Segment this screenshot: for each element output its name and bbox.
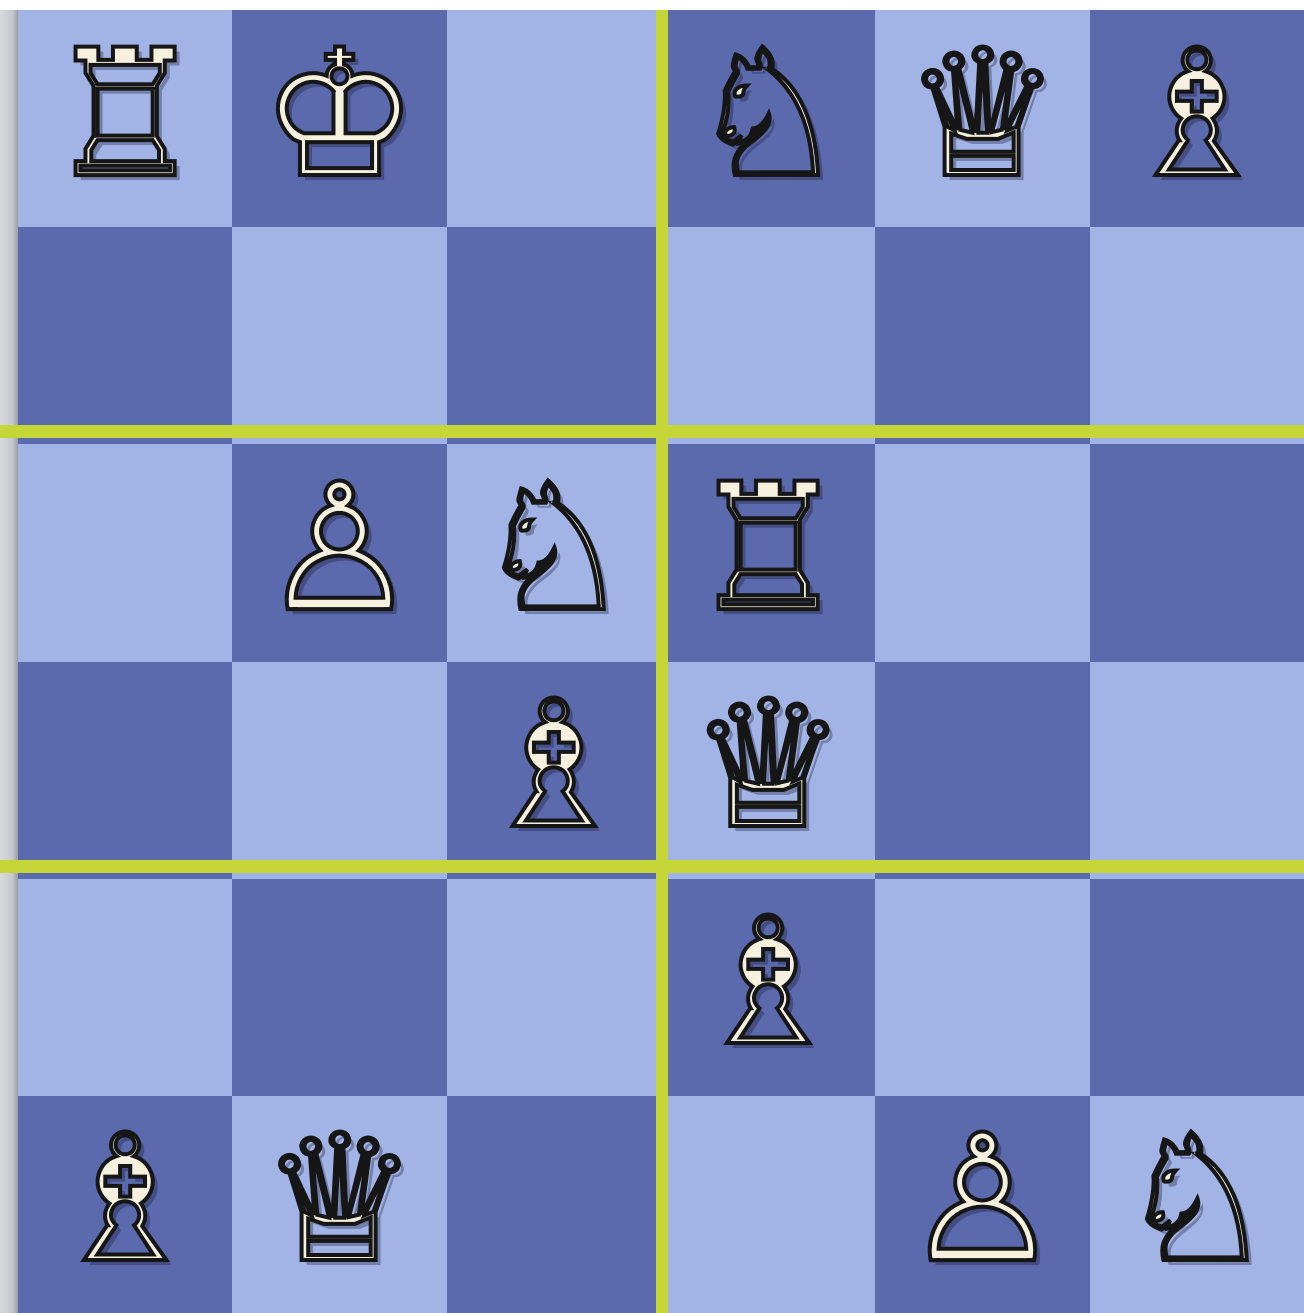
board-square[interactable] <box>232 227 446 444</box>
board-square[interactable] <box>232 879 446 1096</box>
board-square[interactable] <box>875 879 1089 1096</box>
board-square[interactable] <box>875 662 1089 879</box>
board-square[interactable]: ♗ <box>661 879 875 1096</box>
board-square[interactable] <box>18 227 232 444</box>
board-square[interactable]: ♔ <box>232 10 446 227</box>
board-square[interactable]: ♙ <box>875 1096 1089 1313</box>
white-knight-icon[interactable]: ♘ <box>689 27 847 203</box>
board-square[interactable] <box>447 1096 661 1313</box>
white-queen-icon[interactable]: ♕ <box>261 1112 419 1288</box>
board-square[interactable] <box>661 1096 875 1313</box>
board-square[interactable] <box>875 227 1089 444</box>
white-knight-icon[interactable]: ♘ <box>1118 1112 1276 1288</box>
board-square[interactable] <box>18 662 232 879</box>
board-square[interactable] <box>232 662 446 879</box>
board-square[interactable]: ♘ <box>661 10 875 227</box>
white-bishop-icon[interactable]: ♗ <box>1118 27 1276 203</box>
board-square[interactable] <box>1090 662 1304 879</box>
board-square[interactable] <box>447 10 661 227</box>
window-edge <box>0 0 18 1313</box>
board-square[interactable]: ♘ <box>1090 1096 1304 1313</box>
board-square[interactable] <box>661 227 875 444</box>
board-square[interactable]: ♗ <box>18 1096 232 1313</box>
board-square[interactable] <box>18 444 232 661</box>
horizontal-divider-top <box>0 425 1304 438</box>
board-square[interactable]: ♕ <box>661 662 875 879</box>
white-bishop-icon[interactable]: ♗ <box>46 1112 204 1288</box>
white-pawn-icon[interactable]: ♙ <box>261 461 419 637</box>
board-square[interactable]: ♖ <box>18 10 232 227</box>
board-square[interactable]: ♖ <box>661 444 875 661</box>
board-square[interactable] <box>1090 444 1304 661</box>
horizontal-divider-bottom <box>0 860 1304 873</box>
board-square[interactable] <box>18 879 232 1096</box>
white-rook-icon[interactable]: ♖ <box>46 27 204 203</box>
board-square[interactable] <box>1090 879 1304 1096</box>
white-queen-icon[interactable]: ♕ <box>904 27 1062 203</box>
board-square[interactable] <box>447 227 661 444</box>
board-square[interactable]: ♕ <box>875 10 1089 227</box>
board-square[interactable]: ♗ <box>1090 10 1304 227</box>
white-bishop-icon[interactable]: ♗ <box>475 678 633 854</box>
board-square[interactable]: ♙ <box>232 444 446 661</box>
white-knight-icon[interactable]: ♘ <box>475 461 633 637</box>
white-pawn-icon[interactable]: ♙ <box>904 1112 1062 1288</box>
top-edge <box>0 0 1304 10</box>
board-square[interactable] <box>447 879 661 1096</box>
white-bishop-icon[interactable]: ♗ <box>689 895 847 1071</box>
white-rook-icon[interactable]: ♖ <box>689 461 847 637</box>
board-square[interactable]: ♕ <box>232 1096 446 1313</box>
board-square[interactable]: ♘ <box>447 444 661 661</box>
board-square[interactable] <box>875 444 1089 661</box>
board-square[interactable]: ♗ <box>447 662 661 879</box>
white-king-icon[interactable]: ♔ <box>261 27 419 203</box>
white-queen-icon[interactable]: ♕ <box>689 678 847 854</box>
board-square[interactable] <box>1090 227 1304 444</box>
vertical-divider <box>656 10 668 1313</box>
